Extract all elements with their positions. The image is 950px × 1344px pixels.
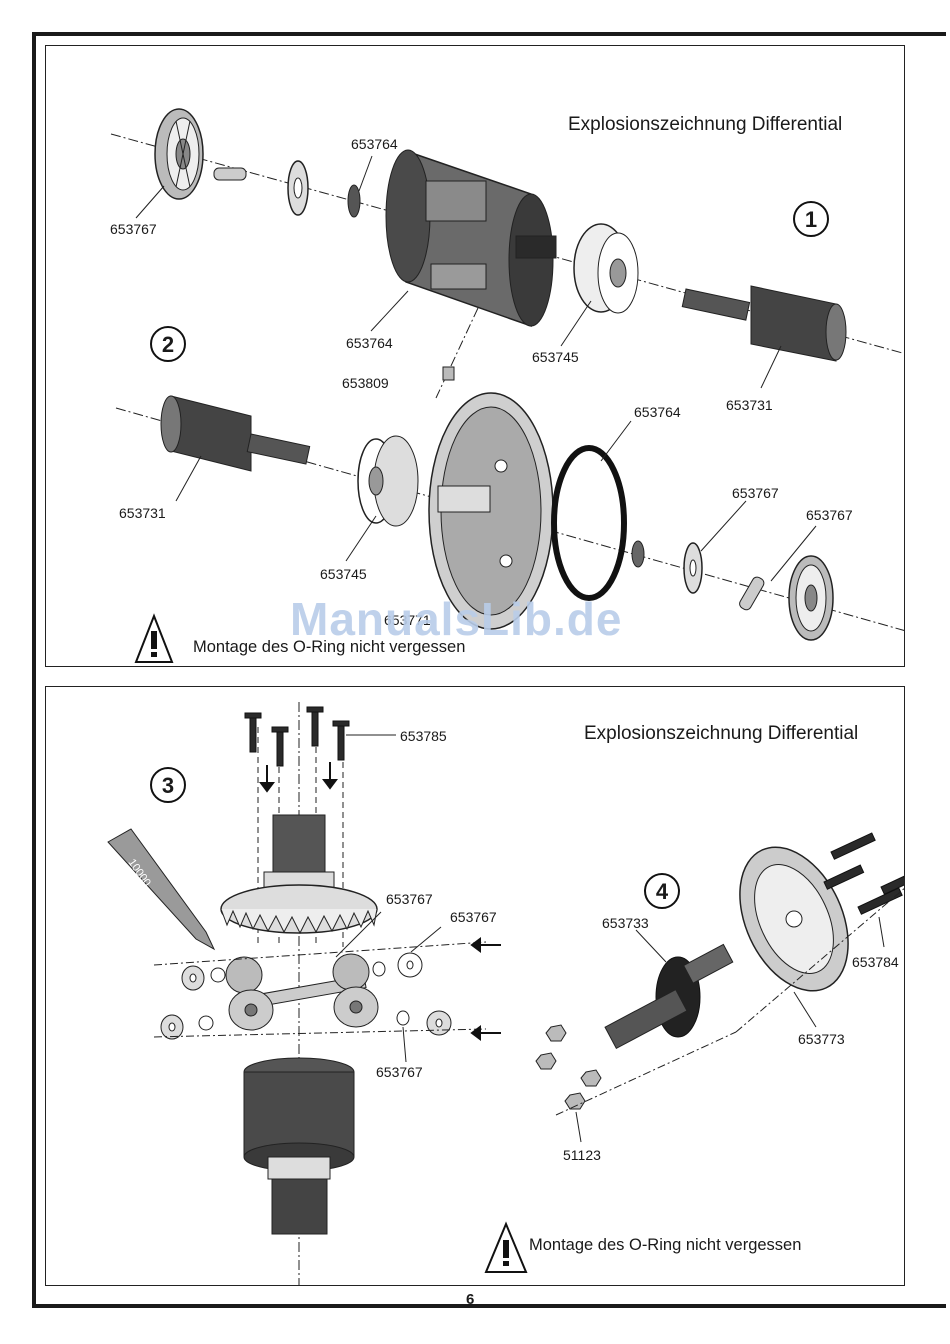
part-label: 653731 (119, 505, 166, 521)
outdrive-bottom (160, 395, 311, 472)
part-label: 653745 (320, 566, 367, 582)
part-label: 653767 (806, 507, 853, 523)
step-number-2: 2 (150, 326, 186, 362)
grease-tube-icon: 10000 (107, 828, 216, 951)
ring-gear-step3 (220, 884, 378, 935)
crown-gear-left (154, 108, 204, 200)
page-frame (32, 32, 946, 1308)
step-number-3: 3 (150, 767, 186, 803)
warning-text-top: Montage des O-Ring nicht vergessen (193, 638, 466, 656)
part-label: 653764 (634, 404, 681, 420)
bearing-top (573, 223, 639, 314)
diff-shaft-step4 (604, 943, 734, 1050)
outdrive-top (681, 285, 847, 362)
page-number: 6 (466, 1291, 475, 1308)
part-label: 653771 (384, 612, 431, 628)
exploded-diagram-bottom: 10000 (107, 702, 904, 1285)
part-label: 653767 (450, 909, 497, 925)
warning-triangle-icon-bottom (484, 1221, 528, 1273)
part-label: 653767 (732, 485, 779, 501)
watermark: ManualsLib.de (290, 593, 623, 645)
crown-gear-right (788, 555, 834, 641)
warning-text-bottom: Montage des O-Ring nicht vergessen (529, 1236, 802, 1254)
exploded-view-panel-top: Explosionszeichnung Differential 1 2 653… (45, 45, 905, 667)
diff-housing (385, 149, 557, 328)
exploded-diagram-top (110, 108, 904, 663)
part-label: 653731 (726, 397, 773, 413)
part-label: 653784 (852, 954, 899, 970)
part-label: 653773 (798, 1031, 845, 1047)
part-label: 653733 (602, 915, 649, 931)
diagram-title-top: Explosionszeichnung Differential (568, 114, 843, 135)
diagram-title-bottom: Explosionszeichnung Differential (584, 723, 859, 744)
part-label: 653764 (351, 136, 398, 152)
part-label: 653764 (346, 335, 393, 351)
exploded-view-panel-bottom: 10000 (45, 686, 905, 1286)
part-label: 653809 (342, 375, 389, 391)
part-label: 653745 (532, 349, 579, 365)
part-label: 653767 (386, 891, 433, 907)
ring-gear-step4 (739, 846, 849, 992)
bearing-bottom (357, 435, 419, 527)
part-label: 653767 (376, 1064, 423, 1080)
step-number-4: 4 (644, 873, 680, 909)
diff-spider-gears (225, 953, 379, 1031)
part-label: 653767 (110, 221, 157, 237)
step-number-1: 1 (793, 201, 829, 237)
screws-653785 (244, 706, 350, 767)
part-label: 653785 (400, 728, 447, 744)
part-label: 51123 (563, 1147, 601, 1163)
diff-housing-step3 (243, 1057, 355, 1235)
warning-triangle-icon-top (134, 613, 174, 663)
